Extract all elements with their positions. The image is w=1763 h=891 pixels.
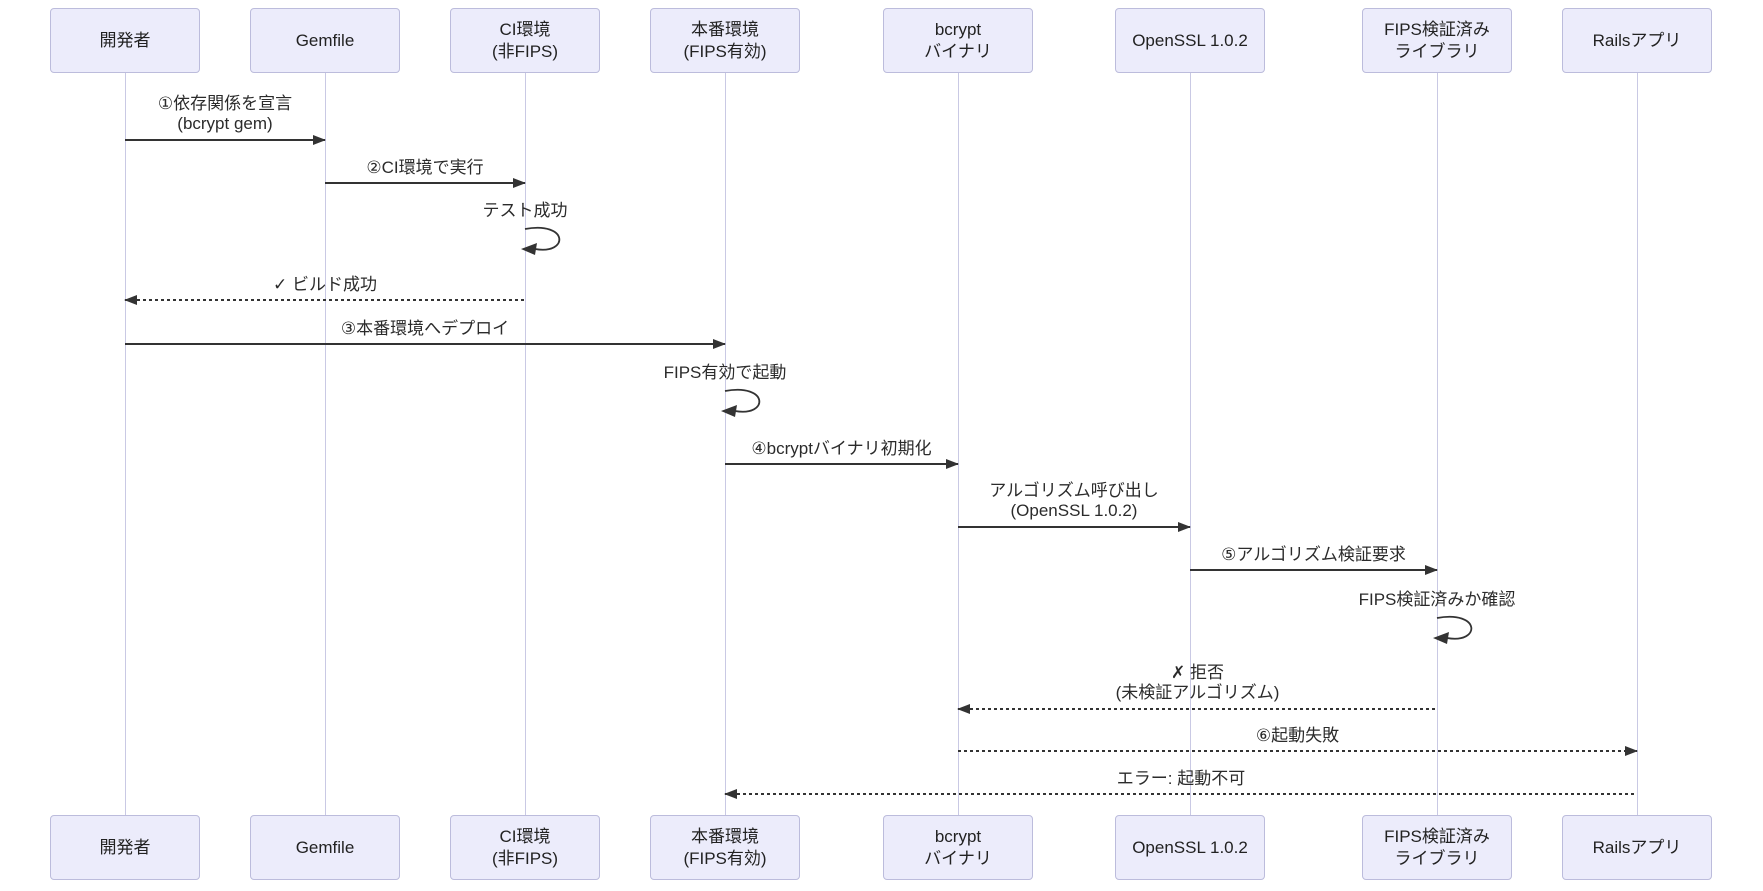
message-line	[124, 295, 525, 306]
lifeline-developer	[125, 73, 126, 815]
message-bcrypt-binary-init: ④bcryptバイナリ初期化	[725, 439, 959, 470]
message-line	[325, 178, 526, 189]
actor-openssl-102-top: OpenSSL 1.0.2	[1115, 8, 1265, 73]
actor-bcrypt-binary-bottom: bcrypt バイナリ	[883, 815, 1033, 880]
actor-fips-validated-library-top: FIPS検証済み ライブラリ	[1362, 8, 1512, 73]
message-error-cannot-boot: エラー: 起動不可	[724, 769, 1637, 800]
message-line	[957, 703, 1437, 714]
arrowhead-right-icon	[946, 459, 959, 470]
message-build-success: ✓ ビルド成功	[124, 275, 525, 306]
actor-ci-environment-bottom: CI環境 (非FIPS)	[450, 815, 600, 880]
actor-bcrypt-binary-top: bcrypt バイナリ	[883, 8, 1033, 73]
message-line	[725, 459, 959, 470]
message-boot-failure: ⑥起動失敗	[958, 726, 1638, 757]
selfmessage-boot-with-fips: FIPS有効で起動	[575, 363, 875, 417]
message-label: FIPS検証済みか確認	[1358, 590, 1516, 609]
message-label: ✓ ビルド成功	[273, 275, 377, 294]
actor-production-environment-top: 本番環境 (FIPS有効)	[650, 8, 800, 73]
arrowhead-right-icon	[1425, 565, 1438, 576]
self-loop-arrow	[1433, 615, 1473, 644]
message-line	[125, 134, 326, 145]
message-label: FIPS有効で起動	[663, 363, 787, 382]
lifeline-bcrypt-binary	[958, 73, 959, 815]
message-line	[125, 339, 726, 350]
message-run-in-ci: ②CI環境で実行	[325, 158, 526, 189]
arrowhead-right-icon	[1625, 746, 1638, 757]
message-label: アルゴリズム呼び出し (OpenSSL 1.0.2)	[989, 481, 1159, 521]
actor-fips-validated-library-bottom: FIPS検証済み ライブラリ	[1362, 815, 1512, 880]
actor-production-environment-bottom: 本番環境 (FIPS有効)	[650, 815, 800, 880]
message-label: テスト成功	[482, 201, 568, 220]
message-label: ⑤アルゴリズム検証要求	[1221, 545, 1406, 564]
arrowhead-right-icon	[1178, 521, 1191, 532]
lifeline-openssl-102	[1190, 73, 1191, 815]
actor-gemfile-bottom: Gemfile	[250, 815, 400, 880]
message-label: ①依存関係を宣言 (bcrypt gem)	[157, 94, 293, 134]
arrowhead-right-icon	[513, 178, 526, 189]
lifeline-rails-app	[1637, 73, 1638, 815]
lifeline-gemfile	[325, 73, 326, 815]
message-label: ✗ 拒否 (未検証アルゴリズム)	[1115, 663, 1280, 703]
message-label: ②CI環境で実行	[366, 158, 484, 177]
arrowhead-left-icon	[124, 295, 137, 306]
actor-rails-app-top: Railsアプリ	[1562, 8, 1712, 73]
message-label: ④bcryptバイナリ初期化	[751, 439, 932, 458]
message-deploy-to-production: ③本番環境へデプロイ	[125, 319, 726, 350]
message-line	[958, 746, 1638, 757]
message-line	[958, 521, 1191, 532]
message-label: ③本番環境へデプロイ	[340, 319, 510, 338]
message-algorithm-verification-request: ⑤アルゴリズム検証要求	[1190, 545, 1438, 576]
selfmessage-check-fips-validated: FIPS検証済みか確認	[1287, 590, 1587, 644]
message-declare-dependency: ①依存関係を宣言 (bcrypt gem)	[125, 94, 326, 145]
actor-openssl-102-bottom: OpenSSL 1.0.2	[1115, 815, 1265, 880]
self-loop-arrow	[521, 226, 561, 255]
message-algorithm-call: アルゴリズム呼び出し (OpenSSL 1.0.2)	[958, 481, 1191, 532]
self-loop-arrow	[721, 388, 761, 417]
actor-ci-environment-top: CI環境 (非FIPS)	[450, 8, 600, 73]
message-label: ⑥起動失敗	[1255, 726, 1340, 745]
lifeline-fips-validated-library	[1437, 73, 1438, 815]
selfmessage-test-success: テスト成功	[375, 201, 675, 255]
lifeline-ci-environment	[525, 73, 526, 815]
arrowhead-left-icon	[724, 789, 737, 800]
message-reject-unvalidated: ✗ 拒否 (未検証アルゴリズム)	[957, 663, 1437, 714]
arrowhead-right-icon	[713, 339, 726, 350]
arrowhead-left-icon	[957, 703, 970, 714]
actor-developer-top: 開発者	[50, 8, 200, 73]
actor-developer-bottom: 開発者	[50, 815, 200, 880]
arrowhead-right-icon	[313, 134, 326, 145]
message-label: エラー: 起動不可	[1116, 769, 1246, 788]
message-line	[1190, 565, 1438, 576]
message-line	[724, 789, 1637, 800]
actor-rails-app-bottom: Railsアプリ	[1562, 815, 1712, 880]
lifeline-production-environment	[725, 73, 726, 815]
actor-gemfile-top: Gemfile	[250, 8, 400, 73]
